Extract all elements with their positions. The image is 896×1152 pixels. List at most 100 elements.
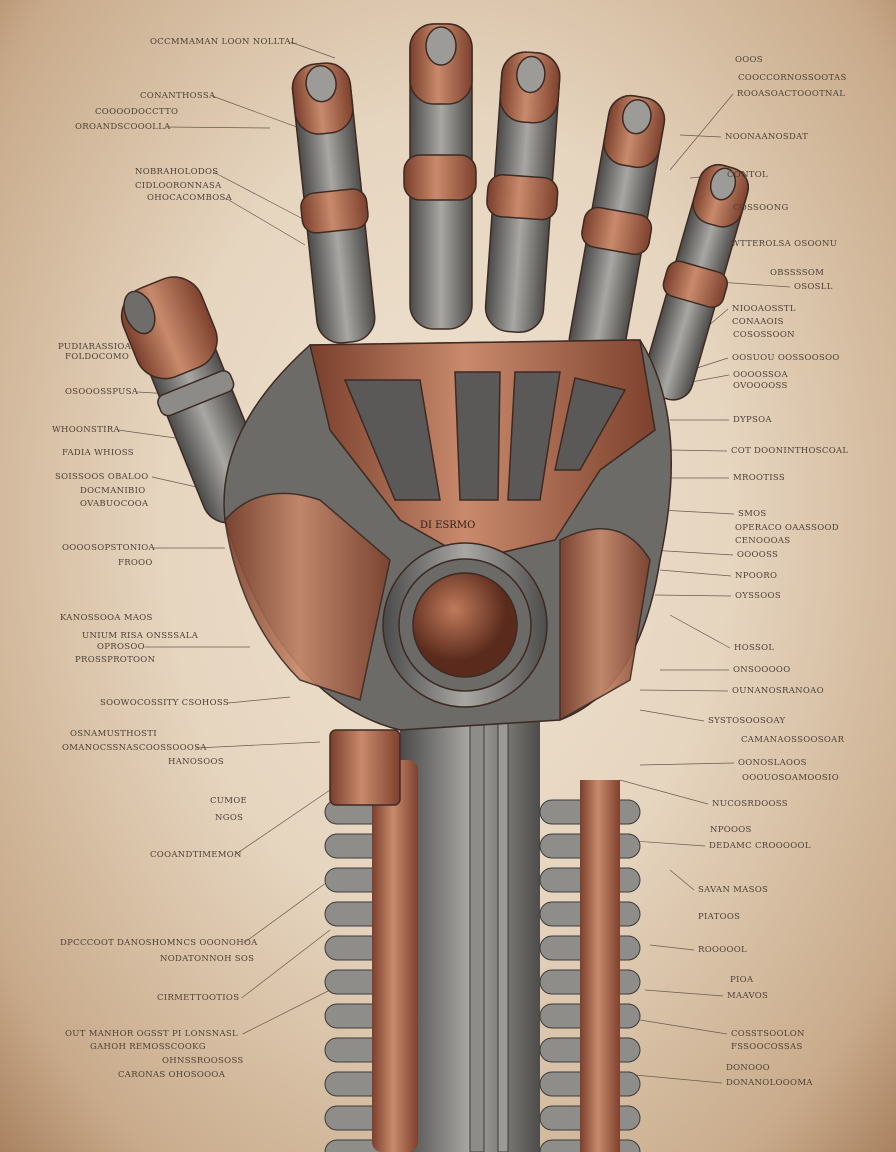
right-annotation-label: DONANOLOOOMA — [726, 1078, 813, 1088]
right-annotation-label: OPERACO OAASSOOD — [735, 523, 839, 533]
right-annotation-label: OBSSSSOM — [770, 268, 825, 278]
leader-line — [225, 197, 306, 246]
right-annotation-label: MROOTISS — [733, 473, 785, 483]
right-annotation-label: ROOASOACTOOOTNAL — [737, 89, 846, 99]
leader-line — [243, 879, 331, 944]
leader-line — [649, 944, 695, 951]
left-annotation-label: DPCCCOOT DANOSHOMNCS OOONOHOA — [60, 938, 258, 948]
right-annotation-label: DYPSOA — [733, 415, 772, 425]
leader-line — [619, 779, 709, 805]
right-annotation-label: CAMANAOSSOOSOAR — [741, 735, 845, 745]
right-annotation-label: HOSSOL — [734, 643, 775, 653]
right-annotation-label: OOOUOSOAMOOSIO — [742, 773, 839, 783]
leader-line — [639, 1019, 728, 1035]
left-annotation-label: NGOS — [215, 813, 244, 823]
left-annotation-label: KANOSSOOA MAOS — [60, 613, 153, 623]
leader-line — [241, 929, 331, 999]
right-annotation-label: PIOA — [730, 975, 754, 985]
left-annotation-label: FOLDOCOMO — [65, 352, 130, 362]
leader-line — [669, 93, 734, 171]
left-annotation-label: CARONAS OHOSOOOA — [118, 1070, 226, 1080]
right-annotation-label: OVOOOOSS — [733, 381, 788, 391]
left-annotation-label: OCCMMAMAN LOON NOLLTAL — [150, 37, 297, 47]
right-annotation-label: COSSTSOOLON — [731, 1029, 805, 1039]
leader-line — [639, 709, 705, 722]
left-annotation-label: SOOWOCOSSITY CSOHOSS — [100, 698, 229, 708]
left-annotation-label: NOBRAHOLODOS — [135, 167, 219, 177]
left-annotation-label: GAHOH REMOSSCOOKG — [90, 1042, 206, 1052]
core-sphere — [412, 572, 518, 678]
right-annotation-label: OONOSLAOOS — [738, 758, 807, 768]
left-annotation-label: PUDIARASSIOA — [58, 342, 132, 352]
right-annotation-label: OYSSOOS — [735, 591, 781, 601]
right-annotation-label: OOOOSSOA — [733, 370, 788, 380]
leader-line — [242, 989, 331, 1035]
right-annotation-label: COSSOONG — [733, 203, 789, 213]
leader-line — [644, 989, 724, 997]
right-annotation-label: NIOOAOSSTL — [732, 304, 796, 314]
left-annotation-label: OOOOSOPSTONIOA — [62, 543, 155, 553]
right-annotation-label: OOSUOU OOSSOOSOO — [732, 353, 840, 363]
left-annotation-label: OPROSOO — [97, 642, 145, 652]
left-annotation-label: OHNSSROOSOSS — [162, 1056, 244, 1066]
left-annotation-label: OROANDSCOOOLLA — [75, 122, 171, 132]
leader-line — [634, 1074, 723, 1084]
leader-line — [649, 549, 734, 556]
right-annotation-label: WTTEROLSA OSOONU — [731, 239, 838, 249]
right-annotation-label: ROOOOOL — [698, 945, 747, 955]
left-annotation-label: WHOONSTIRA — [52, 425, 120, 435]
right-annotation-label: NPOOOS — [710, 825, 752, 835]
right-annotation-label: CONTOL — [727, 170, 768, 180]
leader-line — [234, 789, 331, 856]
left-annotation-label: HANOSOOS — [168, 757, 224, 767]
copper-strap — [372, 760, 418, 1152]
right-annotation-label: OUNANOSRANOAO — [732, 686, 824, 696]
right-annotation-label: CENOOOAS — [735, 536, 791, 546]
left-annotation-label: FADIA WHIOSS — [62, 448, 134, 458]
right-annotation-label: OOOOSS — [737, 550, 779, 560]
right-annotation-label: SAVAN MASOS — [698, 885, 769, 895]
left-annotation-label: OHOCACOMBOSA — [147, 193, 233, 203]
left-annotation-label: CUMOE — [210, 796, 248, 806]
leader-line — [639, 762, 735, 766]
palm-engraving: DI ESRMO — [420, 520, 475, 531]
leader-line — [669, 869, 695, 891]
left-annotation-label: OSOOOSSPUSA — [65, 387, 139, 397]
left-annotation-label: OUT MANHOR OGSST PI LONSNASL — [65, 1029, 238, 1039]
left-annotation-label: UNIUM RISA ONSSSALA — [82, 631, 199, 641]
right-annotation-label: DONOOO — [726, 1063, 770, 1073]
right-annotation-label: SMOS — [738, 509, 767, 519]
right-annotation-label: OOOS — [735, 55, 763, 65]
left-annotation-label: CONANTHOSSA — [140, 91, 216, 101]
leader-line — [659, 569, 732, 577]
leader-line — [669, 614, 731, 649]
left-annotation-label: OVABUOCOOA — [80, 499, 149, 509]
left-annotation-label: PROSSPROTOON — [75, 655, 156, 665]
right-annotation-label: MAAVOS — [727, 991, 769, 1001]
right-annotation-label: ONSOOOOO — [733, 665, 791, 675]
left-annotation-label: CIRMETTOOTIOS — [157, 993, 240, 1003]
leader-line — [212, 95, 306, 131]
leader-line — [165, 126, 271, 129]
right-annotation-label: COSOSSOON — [733, 330, 795, 340]
right-annotation-label: COT DOONINTHOSCOAL — [731, 446, 849, 456]
right-annotation-label: COOCCORNOSSOOTAS — [738, 73, 847, 83]
right-annotation-label: DEDAMC CROOOOOL — [709, 841, 811, 851]
left-annotation-label: OMANOCSSNASCOOSSOOOSA — [62, 743, 207, 753]
right-annotation-label: OSOSLL — [794, 282, 833, 292]
leader-line — [654, 594, 732, 597]
leader-line — [659, 509, 735, 515]
leader-line — [213, 171, 306, 221]
leader-line — [679, 134, 722, 138]
left-annotation-label: SOISSOOS OBALOO — [55, 472, 149, 482]
left-annotation-label: COOOODOCCTTO — [95, 107, 179, 117]
left-annotation-label: CIDLOORONNASA — [135, 181, 222, 191]
leader-line — [196, 741, 321, 749]
right-annotation-label: NPOORO — [735, 571, 778, 581]
leader-line — [669, 449, 728, 452]
left-annotation-label: COOANDTIMEMON — [150, 850, 242, 860]
right-annotation-label: CONAAOIS — [732, 317, 784, 327]
right-annotation-label: PIATOOS — [698, 912, 741, 922]
right-annotation-label: FSSOOCOSSAS — [731, 1042, 803, 1052]
